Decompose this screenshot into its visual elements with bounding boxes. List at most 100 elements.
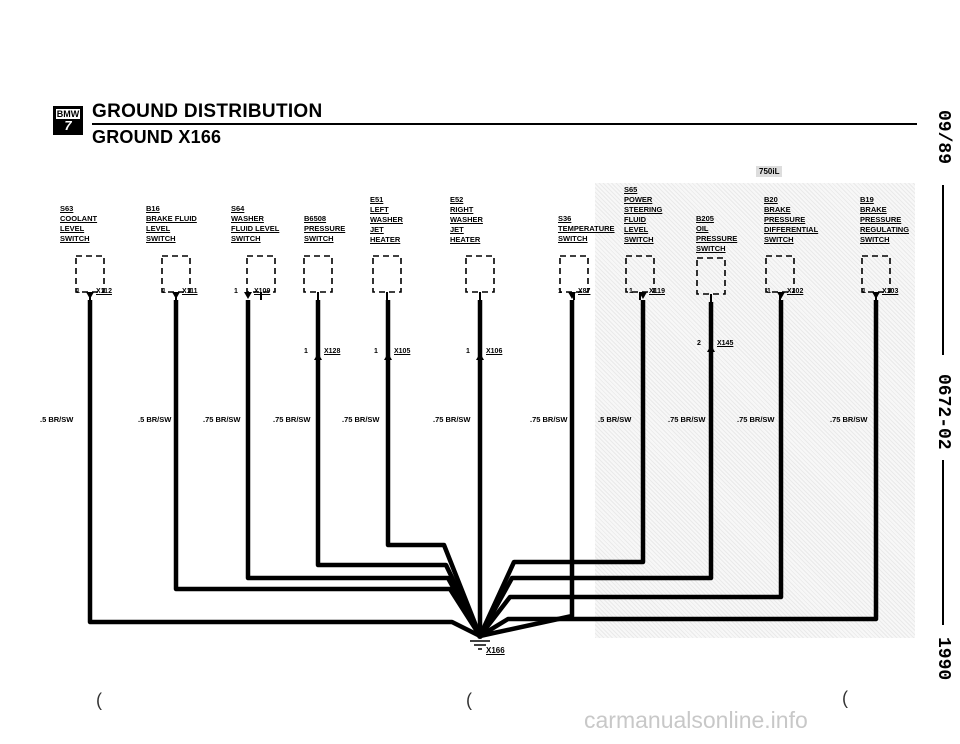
- pin-number-b19: 1: [862, 288, 866, 295]
- connector-arrow-s64: [244, 292, 252, 299]
- component-id: S64: [231, 204, 245, 213]
- component-description-line: PRESSURE: [304, 224, 346, 233]
- wire-spec-s64: .75 BR/SW: [203, 415, 241, 424]
- switch-box-b6508: [303, 255, 333, 293]
- pin-number-s63: 1: [76, 288, 80, 295]
- component-description-line: PRESSURE: [696, 234, 738, 243]
- margin-rule-1: [942, 185, 944, 355]
- footer-mark-middle: (: [466, 690, 472, 710]
- component-description-line: WASHER: [370, 215, 403, 224]
- switch-box-b19: [861, 255, 891, 293]
- component-description-line: LEVEL: [146, 224, 171, 233]
- connector-arrow-b19: [872, 292, 880, 299]
- component-description-line: OIL: [696, 224, 709, 233]
- component-description-line: TEMPERATURE: [558, 224, 615, 233]
- switch-symbols: [75, 255, 891, 360]
- connector-label-x106: X106: [486, 348, 503, 355]
- component-description-line: SWITCH: [696, 244, 726, 253]
- component-description-line: DIFFERENTIAL: [764, 225, 819, 234]
- component-description-line: LEFT: [370, 205, 389, 214]
- pin-number-e51: 1: [374, 348, 378, 355]
- ground-wire-b20: [478, 300, 784, 638]
- component-description-line: REGULATING: [860, 225, 910, 234]
- wire-spec-s63: .5 BR/SW: [40, 415, 74, 424]
- component-description-line: SWITCH: [558, 234, 588, 243]
- component-id: B6508: [304, 214, 327, 223]
- switch-box-s63: [75, 255, 105, 293]
- component-description-line: SWITCH: [624, 235, 654, 244]
- connector-arrow-b20: [777, 292, 785, 299]
- wire-spec-b6508: .75 BR/SW: [273, 415, 311, 424]
- connector-arrow-s65: [639, 292, 647, 299]
- component-description-line: JET: [450, 225, 464, 234]
- ground-wire-b19: [478, 300, 879, 638]
- wire-spec-s65: .5 BR/SW: [598, 415, 632, 424]
- component-description-line: BRAKE: [764, 205, 791, 214]
- connector-label-x112: X112: [96, 288, 112, 295]
- component-id: B19: [860, 195, 874, 204]
- wire-spec-e52: .75 BR/SW: [433, 415, 471, 424]
- connector-label-x119: X119: [649, 288, 665, 295]
- pin-number-b20: 1: [767, 288, 771, 295]
- switch-box-b20: [765, 255, 795, 293]
- connector-label-x109: X109: [254, 288, 271, 295]
- ground-wire-e51: [385, 300, 483, 637]
- switch-box-s65: [625, 255, 655, 293]
- ground-wire-s63: [87, 300, 482, 639]
- pin-number-b16: 1: [162, 288, 166, 295]
- page-title: GROUND DISTRIBUTION: [92, 101, 323, 122]
- connector-label-x103: X103: [882, 288, 899, 295]
- connector-arrow-b16: [172, 292, 180, 299]
- component-description-line: SWITCH: [146, 234, 176, 243]
- component-id: S65: [624, 185, 638, 194]
- component-description-line: PRESSURE: [764, 215, 806, 224]
- page-subtitle: GROUND X166: [92, 127, 222, 147]
- component-description-line: JET: [370, 225, 384, 234]
- switch-box-b16: [161, 255, 191, 293]
- wire-spec-b19: .75 BR/SW: [830, 415, 868, 424]
- connector-label-x105: X105: [394, 348, 411, 355]
- ground-wires: [87, 300, 879, 639]
- pin-number-b6508: 1: [304, 348, 308, 355]
- component-description-line: LEVEL: [624, 225, 649, 234]
- ground-wire-s64: [245, 300, 482, 638]
- switch-box-b205: [696, 257, 726, 295]
- logo-text: BMW: [56, 109, 80, 119]
- pin-number-s36: 1: [558, 288, 562, 295]
- switch-box-e51: [372, 255, 402, 293]
- footer-mark-right: (: [842, 688, 848, 708]
- component-description-line: SWITCH: [860, 235, 890, 244]
- pin-number-s64: 1: [234, 288, 238, 295]
- component-description-line: FLUID LEVEL: [231, 224, 280, 233]
- wire-spec-b205: .75 BR/SW: [668, 415, 706, 424]
- connector-label-x102: X102: [787, 288, 804, 295]
- component-description-line: HEATER: [370, 235, 401, 244]
- connector-arrow-s36: [568, 292, 576, 299]
- component-id: E51: [370, 195, 384, 204]
- pin-number-b205: 2: [697, 340, 701, 347]
- component-description-line: WASHER: [450, 215, 483, 224]
- component-description-line: SWITCH: [60, 234, 90, 243]
- watermark: carmanualsonline.info: [584, 707, 808, 733]
- component-description-line: SWITCH: [304, 234, 334, 243]
- component-description-line: STEERING: [624, 205, 663, 214]
- connector-label-x145: X145: [717, 340, 734, 347]
- model-tag: 750iL: [756, 166, 783, 177]
- component-id: S63: [60, 204, 74, 213]
- ground-wire-s36: [479, 300, 575, 639]
- connector-arrow-s63: [86, 292, 94, 299]
- component-description-line: WASHER: [231, 214, 264, 223]
- wire-spec-b20: .75 BR/SW: [737, 415, 775, 424]
- component-id: B20: [764, 195, 778, 204]
